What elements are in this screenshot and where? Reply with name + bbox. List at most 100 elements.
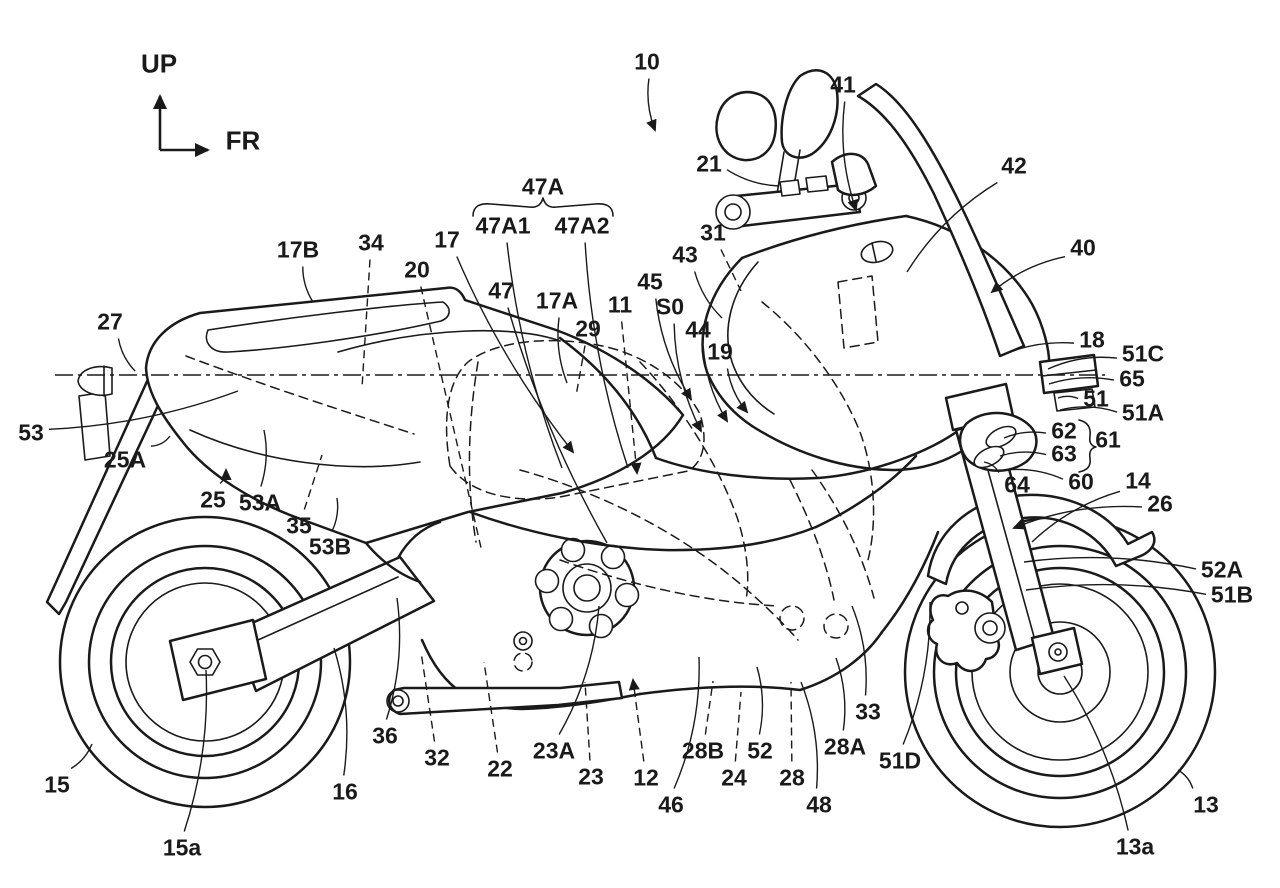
ref-label-53B: 53B xyxy=(308,533,352,560)
leader-line-17B xyxy=(302,266,314,303)
ref-label-28B: 28B xyxy=(681,737,725,764)
ref-label-51B: 51B xyxy=(1210,581,1254,608)
leader-line-42 xyxy=(906,181,998,273)
ref-label-61: 61 xyxy=(1095,426,1121,453)
leader-line-21 xyxy=(726,169,780,187)
leader-line-10 xyxy=(646,78,657,132)
leader-line-53A xyxy=(260,429,267,487)
leader-line-41 xyxy=(842,101,858,212)
leader-line-23 xyxy=(584,681,591,761)
leader-line-26 xyxy=(1012,505,1143,530)
ref-label-13: 13 xyxy=(1193,791,1219,818)
leader-line-36 xyxy=(385,597,401,720)
ref-label-29: 29 xyxy=(575,315,601,342)
leader-line-46 xyxy=(673,656,700,789)
ref-label-51: 51 xyxy=(1083,385,1109,412)
leader-line-52A xyxy=(1023,556,1197,570)
leader-line-27 xyxy=(117,338,136,372)
ref-label-17A: 17A xyxy=(535,287,579,314)
ref-label-48: 48 xyxy=(806,791,832,818)
ref-label-18: 18 xyxy=(1079,326,1105,353)
ref-label-25: 25 xyxy=(200,486,226,513)
ref-label-21: 21 xyxy=(696,150,722,177)
ref-label-27: 27 xyxy=(97,308,123,335)
ref-label-11: 11 xyxy=(607,291,633,318)
leader-line-20 xyxy=(420,286,483,553)
ref-label-47: 47 xyxy=(488,277,514,304)
leader-line-51 xyxy=(1057,395,1079,400)
engine-cover xyxy=(534,537,640,639)
leader-line-47A1 xyxy=(506,242,563,469)
ref-label-28A: 28A xyxy=(823,733,867,760)
ref-label-60: 60 xyxy=(1068,468,1094,495)
ref-label-36: 36 xyxy=(372,722,398,749)
ref-label-16: 16 xyxy=(332,778,358,805)
leader-line-32 xyxy=(420,651,436,742)
ref-label-51C: 51C xyxy=(1121,340,1165,367)
leader-line-45 xyxy=(655,298,693,401)
ref-label-20: 20 xyxy=(404,256,430,283)
ref-label-24: 24 xyxy=(721,764,747,791)
leader-line-12 xyxy=(628,678,645,762)
ref-label-26: 26 xyxy=(1147,490,1173,517)
ref-label-23A: 23A xyxy=(532,737,576,764)
leader-line-60 xyxy=(1005,468,1064,480)
leader-line-52 xyxy=(756,666,764,735)
leader-line-53 xyxy=(48,390,239,431)
ref-label-17: 17 xyxy=(434,226,460,253)
leader-line-28B xyxy=(704,680,714,735)
mirror-handlebar xyxy=(715,69,878,230)
ref-label-23: 23 xyxy=(578,763,604,790)
ref-label-43: 43 xyxy=(672,241,698,268)
swingarm xyxy=(168,555,436,702)
ref-label-35: 35 xyxy=(286,512,312,539)
leader-line-16 xyxy=(333,647,348,776)
axis-fr-label: FR xyxy=(225,125,261,156)
leader-line-31 xyxy=(720,249,742,292)
leader-line-51A xyxy=(1059,406,1118,413)
leader-line-65 xyxy=(1048,377,1115,385)
axis-up-label: UP xyxy=(140,48,178,79)
ref-label-12: 12 xyxy=(633,764,659,791)
leader-line-47A2 xyxy=(584,242,629,469)
leader-line-24 xyxy=(734,691,742,762)
leader-line-28A xyxy=(835,657,846,731)
ref-label-46: 46 xyxy=(658,791,684,818)
leader-line-28 xyxy=(790,681,793,762)
leader-line-33 xyxy=(851,605,867,696)
leader-line-51B xyxy=(1025,583,1207,596)
ref-label-45: 45 xyxy=(637,268,663,295)
ref-label-10: 10 xyxy=(634,48,660,75)
ref-label-47A: 47A xyxy=(521,173,565,200)
ref-label-28: 28 xyxy=(779,764,805,791)
ref-label-62: 62 xyxy=(1051,417,1077,444)
leader-line-62 xyxy=(1003,431,1047,439)
leader-line-13a xyxy=(1063,675,1129,831)
ref-label-17B: 17B xyxy=(276,236,320,263)
ref-label-14: 14 xyxy=(1125,467,1151,494)
leader-line-48 xyxy=(800,681,819,789)
leader-line-15a xyxy=(183,669,208,832)
hidden-lines xyxy=(55,275,1105,672)
ref-label-S0: S0 xyxy=(655,293,685,320)
ref-label-19: 19 xyxy=(707,338,733,365)
ref-label-13a: 13a xyxy=(1115,833,1155,860)
leader-line-11 xyxy=(620,321,642,475)
ref-label-25A: 25A xyxy=(103,446,147,473)
leader-line-22 xyxy=(483,661,499,753)
leader-line-40 xyxy=(990,256,1066,294)
ref-label-40: 40 xyxy=(1070,234,1096,261)
leader-line-47 xyxy=(507,307,608,544)
leader-line-S0 xyxy=(673,323,702,433)
brace-61 xyxy=(1078,419,1097,473)
axis-indicator xyxy=(153,94,210,157)
leader-line-34 xyxy=(361,259,371,389)
ref-label-42: 42 xyxy=(1001,152,1027,179)
leader-line-35 xyxy=(303,454,323,510)
braces xyxy=(472,197,1097,473)
underbody xyxy=(364,520,940,716)
leader-line-43 xyxy=(694,271,723,319)
